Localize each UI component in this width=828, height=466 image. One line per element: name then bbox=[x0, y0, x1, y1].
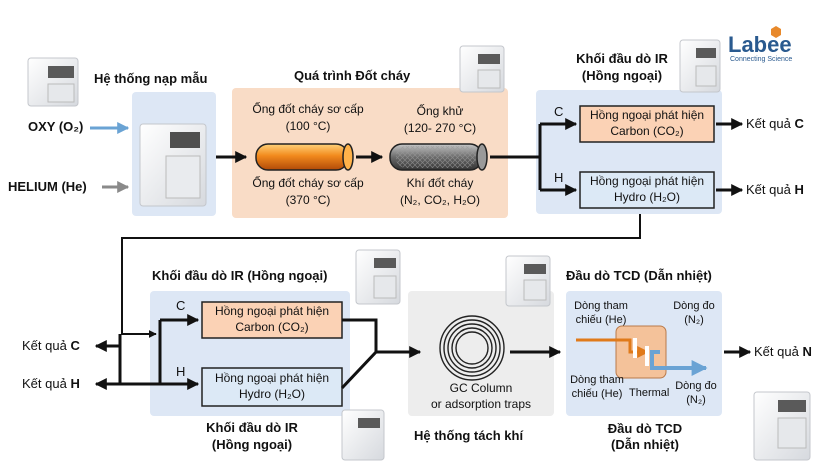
tcd-title-bottom-line1: Đầu dò TCD bbox=[607, 421, 683, 436]
ir-top-c-letter: C bbox=[554, 104, 564, 119]
hydro-bottom-line1: Hồng ngoại phát hiện bbox=[214, 371, 330, 385]
brand-tagline: Connecting Science bbox=[730, 56, 793, 63]
carbon-bottom-line2: Carbon (CO₂) bbox=[235, 320, 309, 334]
result-label: Kết quả bbox=[754, 344, 799, 359]
helium-label: HELIUM (He) bbox=[8, 179, 87, 194]
hydro-detector-bottom bbox=[201, 367, 343, 407]
hydro-bottom-line2: Hydro (H₂O) bbox=[239, 387, 305, 401]
result-h-letter: H bbox=[70, 376, 80, 391]
ir-bottom-h-letter: H bbox=[176, 364, 186, 379]
tcd-title-top: Đầu dò TCD (Dẫn nhiệt) bbox=[566, 268, 712, 283]
primary-tube-2-name: Ống đốt cháy sơ cấp bbox=[252, 176, 364, 190]
ir-bottom-title-line1: Khối đầu dò IR bbox=[206, 420, 298, 435]
result-c-letter: C bbox=[794, 116, 804, 131]
tcd-meas-in-line2: (N₂) bbox=[684, 314, 704, 326]
result-n: Kết quả N bbox=[754, 344, 812, 360]
ir-top-h-letter: H bbox=[554, 170, 564, 185]
gc-column-line1: GC Column bbox=[449, 381, 513, 395]
merge-bottom bbox=[340, 318, 378, 390]
result-c-top: Kết quả C bbox=[746, 116, 804, 132]
carbon-bottom-line1: Hồng ngoại phát hiện bbox=[214, 304, 330, 318]
instrument-image-1 bbox=[27, 57, 79, 107]
result-h-letter: H bbox=[794, 182, 804, 197]
tcd-thermal-label: Thermal bbox=[629, 387, 670, 399]
carbon-top-line2: Carbon (CO₂) bbox=[610, 124, 684, 138]
combustion-tube-icon bbox=[255, 143, 354, 171]
combustion-panel bbox=[232, 88, 508, 218]
combustion-gas-name: Khí đốt cháy bbox=[406, 176, 474, 190]
tcd-ref-out-line2: chiếu (He) bbox=[571, 388, 623, 400]
carbon-detector-top bbox=[579, 105, 715, 143]
tcd-ref-in-line1: Dòng tham bbox=[574, 300, 628, 312]
primary-tube-name: Ống đốt cháy sơ cấp bbox=[252, 102, 364, 116]
instrument-image-4 bbox=[679, 39, 721, 93]
tcd-ref-in-line2: chiếu (He) bbox=[575, 314, 627, 326]
result-c-bottom: Kết quả C bbox=[22, 338, 80, 354]
return-line bbox=[121, 214, 641, 338]
instrument-image-2 bbox=[139, 123, 207, 207]
tcd-meas-out-line2: (N₂) bbox=[686, 394, 706, 406]
ir-top-title-line2: (Hồng ngoại) bbox=[581, 68, 663, 83]
result-h-bottom: Kết quả H bbox=[22, 376, 80, 392]
combustion-title: Quá trình Đốt cháy bbox=[294, 68, 411, 83]
hydro-detector-top bbox=[579, 171, 715, 209]
ir-top-title-line1: Khối đầu dò IR bbox=[576, 51, 668, 66]
instrument-image-7 bbox=[341, 409, 385, 461]
reduction-tube-name: Ống khử bbox=[416, 104, 464, 118]
tcd-meas-out-line1: Dòng đo bbox=[675, 380, 717, 392]
tcd-title-bottom-line2: (Dẫn nhiệt) bbox=[611, 437, 679, 452]
result-label: Kết quả bbox=[746, 182, 791, 197]
oxy-label: OXY (O₂) bbox=[28, 119, 84, 134]
tcd-ref-out-line1: Dòng tham bbox=[570, 374, 624, 386]
hydro-top-line1: Hồng ngoại phát hiện bbox=[589, 174, 705, 188]
carbon-top-line1: Hồng ngoại phát hiện bbox=[589, 108, 705, 122]
combustion-gas-formula: (N₂, CO₂, H₂O) bbox=[400, 193, 480, 207]
gc-column-line2: or adsorption traps bbox=[430, 397, 532, 411]
reduction-tube-icon bbox=[389, 143, 488, 171]
result-label: Kết quả bbox=[22, 338, 67, 353]
tcd-meas-in-line1: Dòng đo bbox=[673, 300, 715, 312]
primary-tube-2-temp: (370 °C) bbox=[285, 193, 331, 207]
carbon-detector-bottom bbox=[201, 301, 343, 339]
labee-logo-icon bbox=[771, 26, 781, 38]
sampling-title: Hệ thống nạp mẫu bbox=[94, 71, 208, 86]
separation-title: Hệ thống tách khí bbox=[414, 428, 524, 443]
brand-name: Labee bbox=[728, 32, 792, 57]
primary-tube-temp: (100 °C) bbox=[285, 119, 331, 133]
separation-panel bbox=[408, 291, 554, 416]
result-n-letter: N bbox=[802, 344, 812, 359]
result-label: Kết quả bbox=[22, 376, 67, 391]
tcd-cell-icon bbox=[576, 325, 708, 379]
ir-bottom-c-letter: C bbox=[176, 298, 186, 313]
instrument-image-3 bbox=[459, 45, 505, 93]
result-c-letter: C bbox=[70, 338, 80, 353]
instrument-image-6 bbox=[505, 255, 551, 307]
hydro-top-line2: Hydro (H₂O) bbox=[614, 190, 680, 204]
result-label: Kết quả bbox=[746, 116, 791, 131]
gc-column-icon bbox=[439, 315, 505, 381]
ir-bottom-title-line2: (Hồng ngoại) bbox=[211, 437, 293, 452]
result-h-top: Kết quả H bbox=[746, 182, 804, 198]
reduction-tube-temp: (120- 270 °C) bbox=[403, 121, 477, 135]
instrument-image-8 bbox=[753, 391, 811, 461]
instrument-image-5 bbox=[355, 249, 401, 305]
ir-bottom-title-top: Khối đầu dò IR (Hồng ngoại) bbox=[152, 268, 328, 283]
